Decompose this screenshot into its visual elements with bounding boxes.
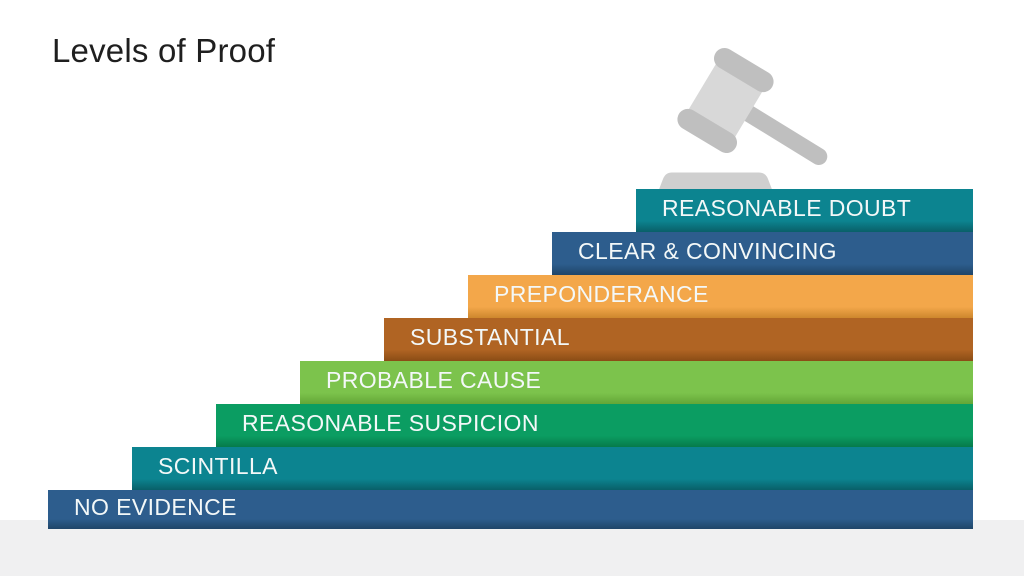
level-bar: REASONABLE DOUBT bbox=[636, 189, 973, 232]
gavel-base bbox=[658, 172, 773, 192]
level-bar: SUBSTANTIAL bbox=[384, 318, 973, 361]
level-label: SCINTILLA bbox=[158, 452, 278, 479]
level-label: PROBABLE CAUSE bbox=[326, 366, 542, 393]
level-bar: REASONABLE SUSPICION bbox=[216, 404, 973, 447]
level-bar: PREPONDERANCE bbox=[468, 275, 973, 318]
level-label: PREPONDERANCE bbox=[494, 280, 709, 307]
gavel-head-cap-bottom bbox=[677, 108, 738, 154]
level-label: SUBSTANTIAL bbox=[410, 323, 570, 350]
level-bar: NO EVIDENCE bbox=[48, 490, 973, 529]
level-label: REASONABLE SUSPICION bbox=[242, 409, 539, 436]
level-label: NO EVIDENCE bbox=[74, 493, 237, 520]
level-bar: SCINTILLA bbox=[132, 447, 973, 490]
gavel-head-cap-top bbox=[713, 47, 774, 93]
footer-band bbox=[0, 520, 1024, 576]
level-bar: CLEAR & CONVINCING bbox=[552, 232, 973, 275]
level-label: REASONABLE DOUBT bbox=[662, 194, 912, 221]
gavel-icon bbox=[658, 47, 828, 192]
slide-title: Levels of Proof bbox=[52, 32, 276, 69]
level-bar: PROBABLE CAUSE bbox=[300, 361, 973, 404]
level-label: CLEAR & CONVINCING bbox=[578, 237, 837, 264]
gavel-handle bbox=[738, 103, 828, 166]
